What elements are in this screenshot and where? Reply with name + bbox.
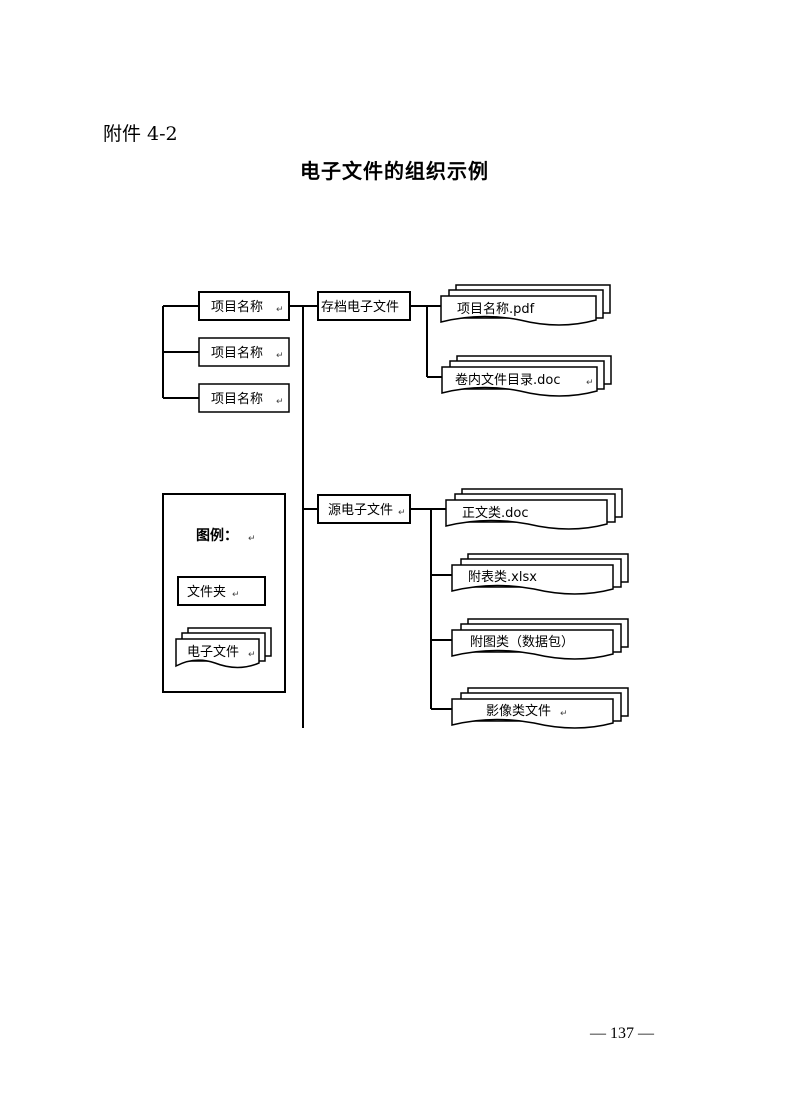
source-file-drawings <box>451 618 629 660</box>
project-label-2: 项目名称 <box>211 345 263 361</box>
svg-text:↵: ↵ <box>398 508 406 518</box>
attachment-label: 附件 4-2 <box>103 123 178 145</box>
svg-text:↵: ↵ <box>586 378 594 388</box>
source-file-tables <box>451 553 629 595</box>
project-label-3: 项目名称 <box>211 391 263 407</box>
archive-file-pdf <box>440 284 611 326</box>
legend-folder-label: 文件夹 <box>187 585 226 600</box>
svg-text:↵: ↵ <box>248 534 256 544</box>
svg-text:↵: ↵ <box>276 397 284 407</box>
page-number: — 137 — <box>590 1025 654 1042</box>
svg-text:↵: ↵ <box>560 709 568 719</box>
project-folder-1 <box>198 291 290 321</box>
source-file-text-label: 正文类.doc <box>462 506 529 521</box>
source-folder-label: 源电子文件 <box>328 503 393 518</box>
source-file-text <box>445 488 623 530</box>
source-file-images-label: 影像类文件 <box>486 704 551 719</box>
legend-file-label: 电子文件 <box>187 645 239 660</box>
legend-file-sample <box>175 627 272 669</box>
page-title: 电子文件的组织示例 <box>300 159 489 183</box>
project-label-1: 项目名称 <box>211 299 263 315</box>
project-folder-2 <box>198 337 290 367</box>
source-file-images <box>451 687 629 729</box>
svg-text:↵: ↵ <box>248 650 256 660</box>
archive-file-doc <box>441 355 612 397</box>
svg-text:↵: ↵ <box>276 305 284 315</box>
source-file-drawings-label: 附图类（数据包） <box>470 635 574 650</box>
legend-title: 图例： <box>196 527 238 544</box>
archive-file-pdf-label: 项目名称.pdf <box>457 301 535 317</box>
source-file-tables-label: 附表类.xlsx <box>468 570 537 585</box>
source-folder-box <box>317 494 411 524</box>
archive-file-doc-label: 卷内文件目录.doc <box>455 372 561 388</box>
archive-folder-label: 存档电子文件 <box>321 300 399 315</box>
legend-folder-sample <box>177 576 266 606</box>
svg-text:↵: ↵ <box>232 590 240 600</box>
svg-text:↵: ↵ <box>276 351 284 361</box>
archive-folder-box <box>317 291 411 321</box>
project-folder-3 <box>198 383 290 413</box>
